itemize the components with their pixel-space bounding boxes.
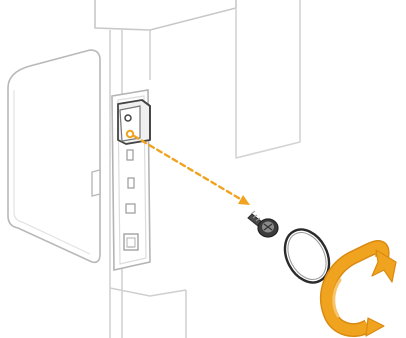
port-slot-3: [126, 204, 135, 213]
port-slot-2: [128, 178, 134, 188]
side-door-outline: [8, 50, 100, 262]
printer-top-housing: [95, 0, 236, 30]
bracket-top-hole: [125, 115, 131, 121]
bracket-icon: [118, 100, 150, 144]
dashed-arrow-icon: [134, 136, 250, 205]
printer-right-panel: [236, 0, 300, 158]
screw-icon: [248, 211, 278, 237]
port-slot-1: [127, 150, 133, 160]
side-door-panel: [8, 50, 100, 262]
rotate-counterclockwise-icon: [327, 247, 396, 336]
bracket-screw-hole: [127, 131, 133, 137]
side-door-latch: [92, 170, 100, 196]
ethernet-port: [124, 234, 138, 250]
